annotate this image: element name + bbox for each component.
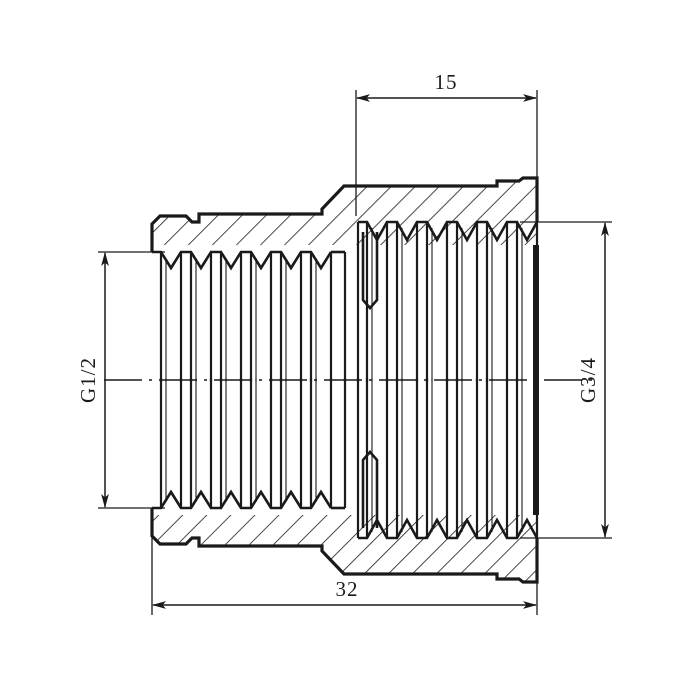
dimension-g34: G3/4 [520,221,612,539]
dimension-32: 32 [151,515,538,615]
lower-body-section [150,508,539,584]
upper-body-section [150,176,539,252]
dimension-label-g12: G1/2 [76,357,100,403]
thread-root-hairlines-lower [165,378,523,532]
dimension-label-32: 32 [336,577,359,601]
dimension-15: 15 [355,70,538,216]
dimension-label-g34: G3/4 [576,357,600,403]
thread-root-hairlines-upper [165,228,523,382]
upper-outer-profile [150,176,539,252]
dimension-label-15: 15 [435,70,458,94]
center-recess-detail [361,232,379,528]
lower-outer-profile [150,508,539,584]
dimension-g12: G1/2 [76,251,165,509]
thread-root-lines-upper [159,222,539,382]
thread-root-lines-lower [159,378,539,538]
